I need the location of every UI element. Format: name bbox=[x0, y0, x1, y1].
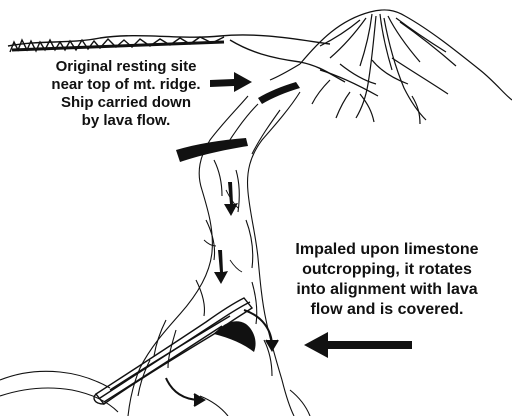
limestone-outcropping bbox=[214, 321, 256, 352]
caption-line: Original resting site bbox=[18, 58, 234, 76]
caption-original-site: Original resting site near top of mt. ri… bbox=[18, 58, 234, 130]
arrow-down-2 bbox=[214, 250, 228, 284]
caption-line: Ship carried down bbox=[18, 94, 234, 112]
ship-carried-position bbox=[176, 138, 248, 162]
caption-line: Impaled upon limestone bbox=[262, 240, 512, 260]
caption-line: flow and is covered. bbox=[262, 300, 512, 320]
caption-line: by lava flow. bbox=[18, 112, 234, 130]
caption-impaled: Impaled upon limestone outcropping, it r… bbox=[262, 240, 512, 320]
caption-line: near top of mt. ridge. bbox=[18, 76, 234, 94]
arrow-to-ship-impaled bbox=[304, 332, 412, 358]
rotation-arrow-left bbox=[166, 378, 204, 406]
caption-line: outcropping, it rotates bbox=[262, 260, 512, 280]
volcano bbox=[270, 10, 512, 124]
arrow-down-1 bbox=[224, 182, 238, 216]
caption-line: into alignment with lava bbox=[262, 280, 512, 300]
